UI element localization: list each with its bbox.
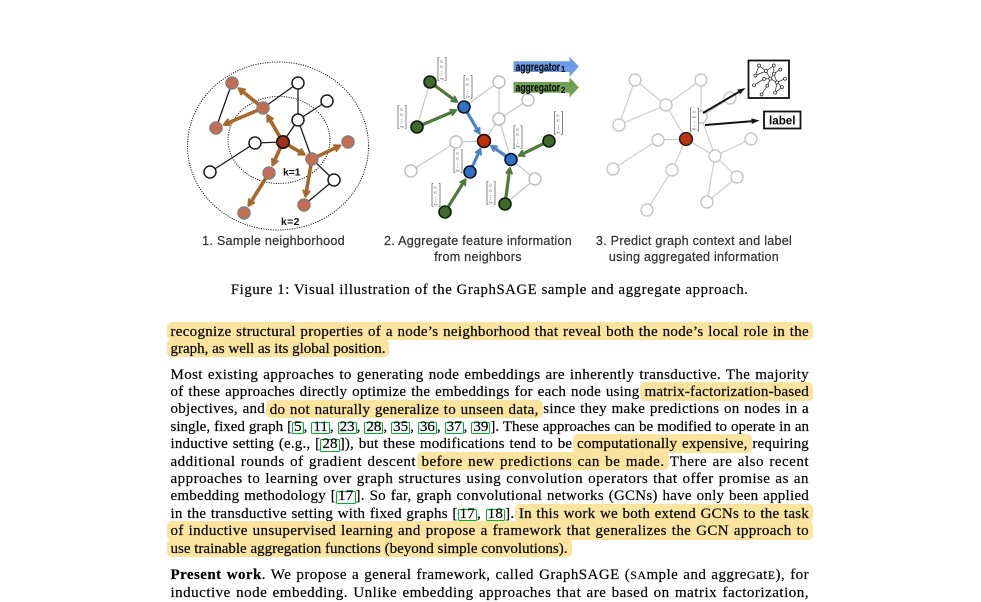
svg-text:k=2: k=2 [281, 216, 300, 228]
svg-text:k=1: k=1 [283, 167, 301, 179]
svg-text:label: label [769, 114, 796, 128]
svg-text:aggregator: aggregator [516, 60, 561, 74]
svg-text:aggregator: aggregator [516, 81, 561, 95]
svg-text:1: 1 [561, 65, 566, 74]
svg-text:2: 2 [561, 86, 566, 95]
